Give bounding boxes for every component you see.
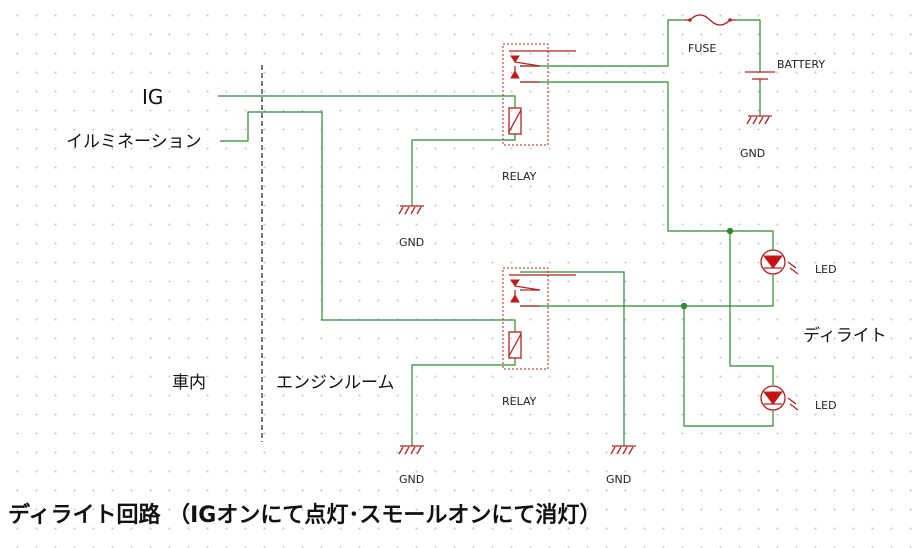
wires [218, 19, 774, 446]
relay2-gnd-left-symbol [398, 445, 424, 455]
diagram-title: ディライト回路 （IGオンにて点灯･スモールオンにて消灯） [8, 502, 601, 528]
led1-anode-wire [730, 230, 774, 250]
battery-gnd-label: GND [740, 147, 765, 160]
ig-wire [218, 95, 516, 108]
led2-symbol [760, 385, 799, 411]
illumination-label: イルミネーション [66, 132, 202, 152]
led2-label: LED [815, 399, 837, 412]
fuse-relay1-wire [520, 19, 684, 67]
battery-gnd-symbol [746, 115, 772, 125]
engine-room-label: エンジンルーム [276, 373, 395, 393]
fuse-symbol [684, 14, 736, 26]
fuse-label: FUSE [688, 42, 716, 55]
relay1-gnd-wire [411, 134, 516, 206]
led2-cathode-wire [683, 306, 774, 427]
battery-label: BATTERY [777, 58, 825, 71]
cabin-label: 車内 [172, 373, 206, 393]
illumination-wire [220, 111, 516, 332]
led1-label: LED [815, 263, 837, 276]
junction-dot [680, 302, 688, 310]
battery-symbol [745, 71, 775, 82]
led1-symbol [760, 249, 799, 275]
relay2-gnd-right-symbol [610, 445, 636, 455]
junction-dot [726, 227, 734, 235]
relay2-gnd-left-label: GND [399, 473, 424, 486]
ig-label: IG [142, 85, 163, 109]
relay2-symbol [502, 267, 576, 370]
battery-fuse-wire [736, 19, 761, 72]
relay1-gnd-label: GND [399, 236, 424, 249]
relay1-gnd-symbol [398, 205, 424, 215]
relay2-gnd-right-wire [520, 271, 625, 446]
led2-anode-wire [729, 231, 774, 385]
relay1-output-wire [520, 81, 730, 232]
relay2-gnd-right-label: GND [606, 473, 631, 486]
drl-label: ディライト [803, 325, 887, 346]
relay1-symbol [502, 43, 576, 146]
relay2-label: RELAY [502, 395, 537, 408]
relay1-label: RELAY [502, 170, 537, 183]
led1-cathode-wire [520, 274, 774, 307]
relay2-gnd-wire [411, 358, 516, 446]
